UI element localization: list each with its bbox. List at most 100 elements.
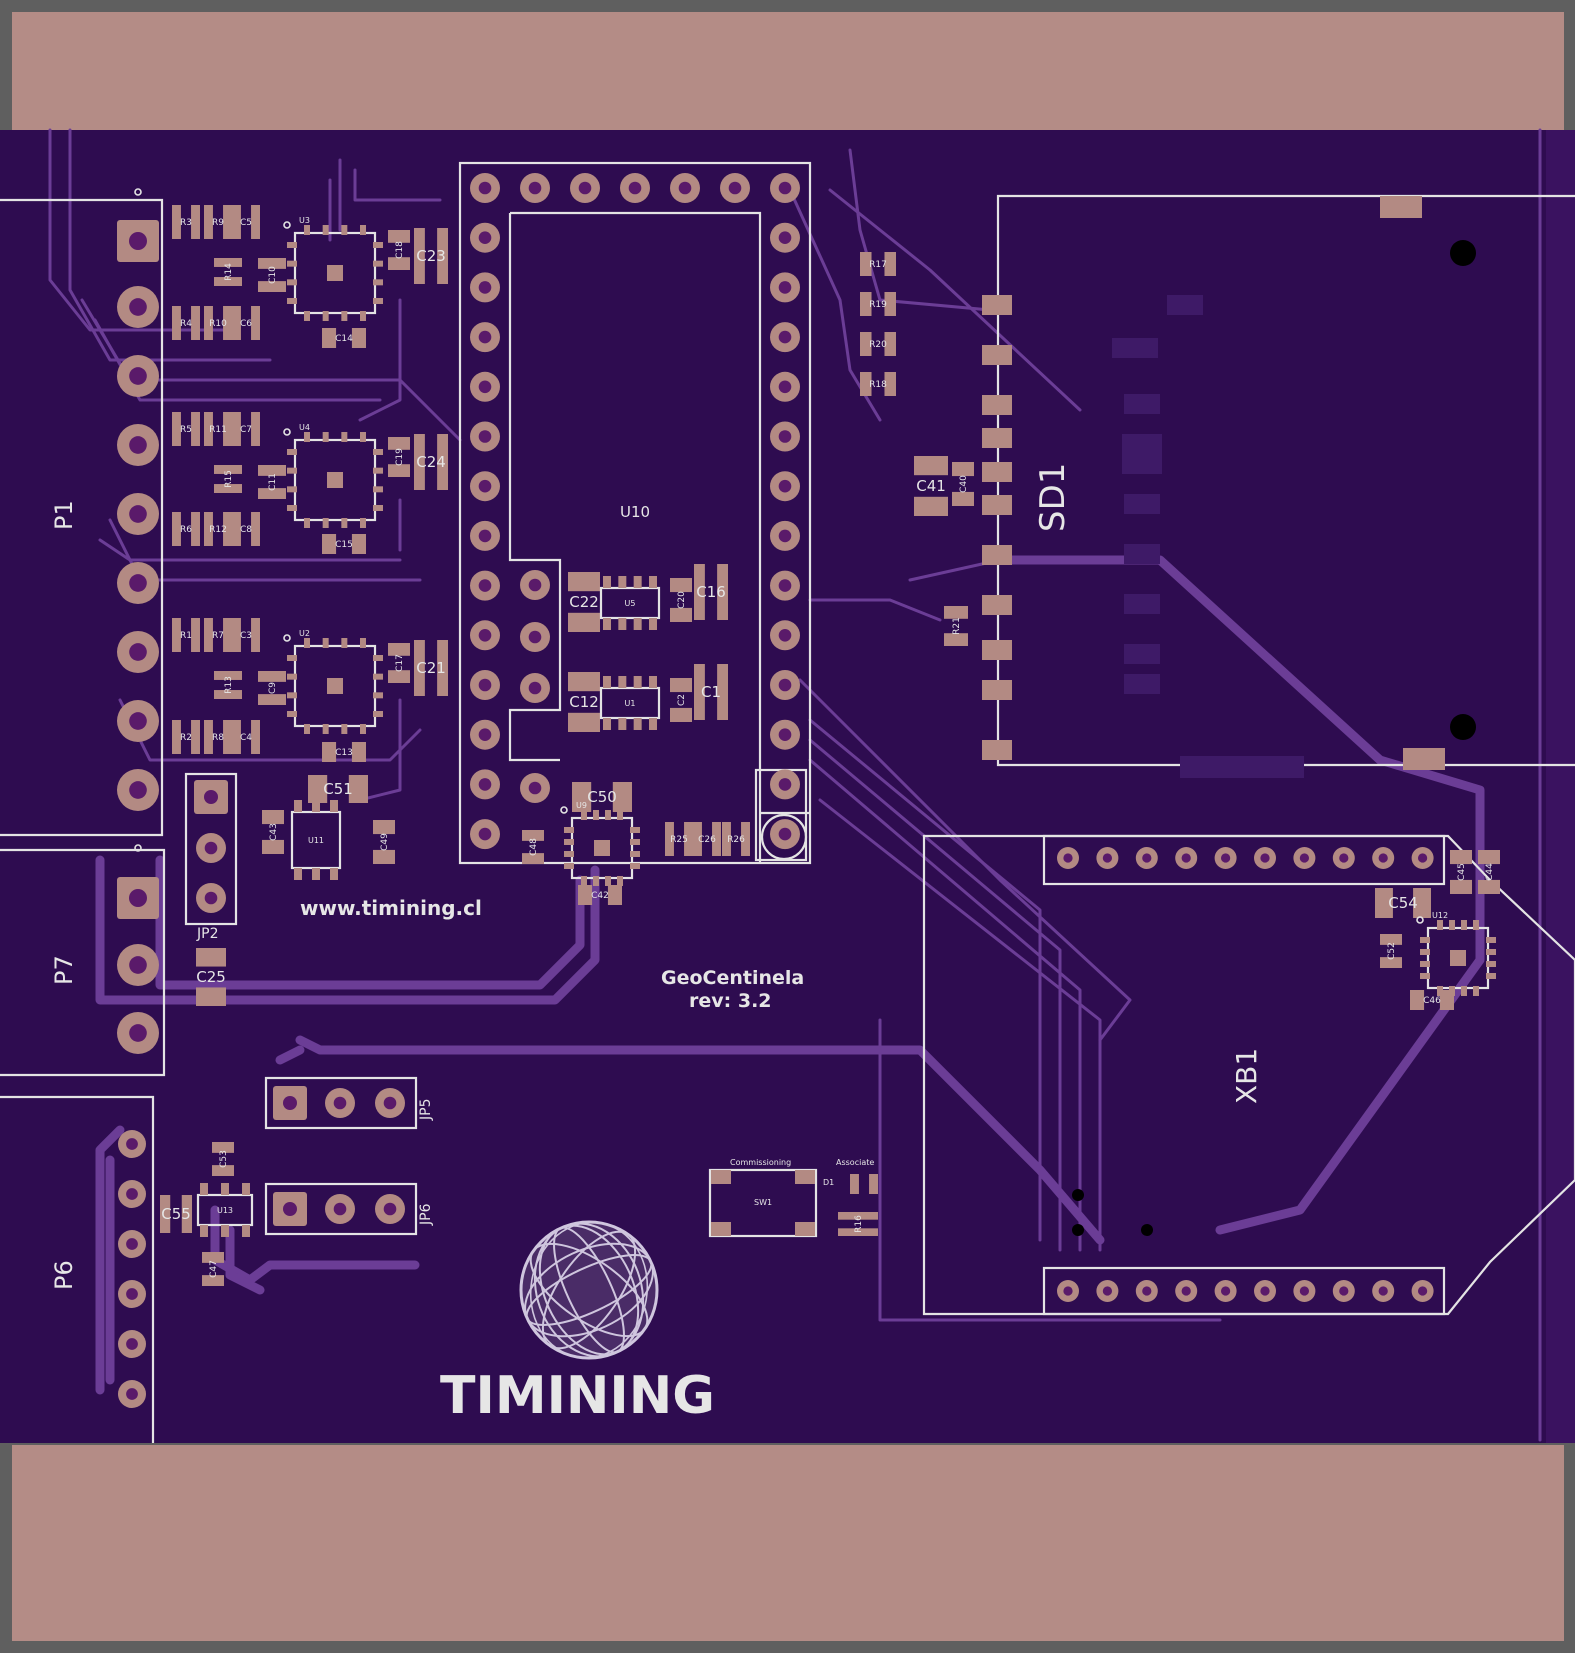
component-c46: C46 [1410, 990, 1454, 1010]
label-p7: P7 [50, 955, 78, 985]
xb1-pin [1332, 1280, 1355, 1302]
p1-pins [117, 286, 159, 811]
xb1-pin [1135, 847, 1158, 869]
p6-pin [118, 1130, 146, 1158]
component-r15: R15 [214, 465, 242, 493]
label-jp5: JP5 [418, 1099, 434, 1121]
xb1-pin [1135, 1280, 1158, 1302]
label-sd1: SD1 [1033, 463, 1073, 532]
xb1-pin [1372, 847, 1395, 869]
component-label: C53 [219, 1150, 229, 1168]
u10-pin [770, 819, 800, 850]
component-label: C9 [268, 682, 278, 694]
sd1-pads [982, 295, 1012, 760]
component-c49: C49 [373, 820, 395, 864]
component-label: C24 [416, 453, 446, 471]
ic-u2: U2 [283, 629, 383, 734]
component-c51: C51 [308, 775, 368, 803]
xb1-pins [1057, 847, 1434, 1302]
component-c45: C45 [1450, 850, 1472, 894]
u10-pin [470, 421, 500, 452]
u10-pin [770, 620, 800, 651]
component-c7: C7 [232, 412, 260, 446]
jumper-jp2[interactable] [184, 772, 238, 926]
connector-p6[interactable] [0, 1095, 155, 1443]
component-label: C52 [1387, 942, 1397, 960]
u10-pin [520, 773, 550, 803]
component-c12: C12 [568, 672, 600, 732]
component-label: R17 [869, 260, 887, 270]
component-label: C17 [395, 654, 405, 672]
sd1-inner-copper [1112, 295, 1304, 778]
component-label: C43 [269, 823, 279, 841]
component-label: C10 [268, 266, 278, 284]
component-label: R20 [869, 340, 887, 350]
component-label: C20 [677, 591, 687, 609]
component-label: R19 [869, 300, 887, 310]
p7-pin [117, 1012, 159, 1054]
label-xb1: XB1 [1230, 1048, 1263, 1104]
svg-text:U4: U4 [299, 423, 310, 432]
component-label: R9 [212, 218, 224, 228]
component-label: R4 [180, 319, 192, 329]
p6-pin [118, 1230, 146, 1258]
sd1-pad [982, 462, 1012, 482]
jumper-jp5[interactable] [264, 1076, 418, 1130]
component-label: R15 [224, 470, 234, 488]
p6-pin [118, 1180, 146, 1208]
p7-pin [117, 944, 159, 986]
ic-u5: U5 [599, 576, 661, 630]
component-label: C51 [323, 780, 353, 798]
component-r18: R18 [860, 372, 896, 396]
u10-pin [770, 222, 800, 253]
component-label: R12 [209, 525, 227, 535]
component-label: C44 [1485, 863, 1495, 881]
component-c21: C21 [414, 640, 448, 696]
u10-pin [470, 272, 500, 303]
connector-p1[interactable] [0, 188, 164, 837]
xb1-pin [1096, 1280, 1119, 1302]
svg-text:U1: U1 [625, 699, 636, 708]
component-label: C46 [1423, 996, 1441, 1006]
u10-pin [520, 673, 550, 703]
component-r3: R3 [172, 205, 200, 239]
component-r8: R8 [204, 720, 232, 754]
u10-pin [520, 570, 550, 600]
component-r19: R19 [860, 292, 896, 316]
xb1-pin [1254, 847, 1276, 869]
u10-pin [470, 769, 500, 800]
u10-pin [470, 819, 500, 850]
component-label: R1 [180, 631, 192, 641]
p1-pin [117, 631, 159, 673]
component-label: C7 [240, 425, 252, 435]
component-c6: C6 [232, 306, 260, 340]
component-d1 [850, 1174, 878, 1194]
u10-pin [470, 471, 500, 502]
svg-text:U13: U13 [217, 1206, 233, 1215]
jp5-pin [375, 1088, 405, 1118]
component-c14: C14 [322, 328, 366, 348]
p1-pin [117, 562, 159, 604]
switch-sw1[interactable] [708, 1168, 818, 1238]
ic-u12: U12 [1416, 911, 1496, 996]
component-label: C55 [161, 1205, 191, 1223]
component-label: R8 [212, 733, 224, 743]
component-r6: R6 [172, 512, 200, 546]
component-c41: C41 [914, 456, 948, 516]
u10-pin [470, 322, 500, 353]
label-jp2: JP2 [196, 926, 218, 942]
jp6-pin [325, 1194, 355, 1224]
u10-pin [770, 421, 800, 452]
component-r7: R7 [204, 618, 232, 652]
component-c47: C47 [202, 1252, 224, 1286]
component-label: R21 [952, 617, 962, 635]
connector-p7[interactable] [0, 844, 166, 1077]
u10-pin [770, 769, 800, 800]
component-c44: C44 [1478, 850, 1500, 894]
u10-pin [570, 173, 600, 203]
p1-pin [117, 493, 159, 535]
globe-logo-icon [519, 1220, 659, 1360]
jumper-jp6[interactable] [264, 1182, 418, 1236]
component-label: C11 [268, 473, 278, 491]
component-label: R7 [212, 631, 224, 641]
